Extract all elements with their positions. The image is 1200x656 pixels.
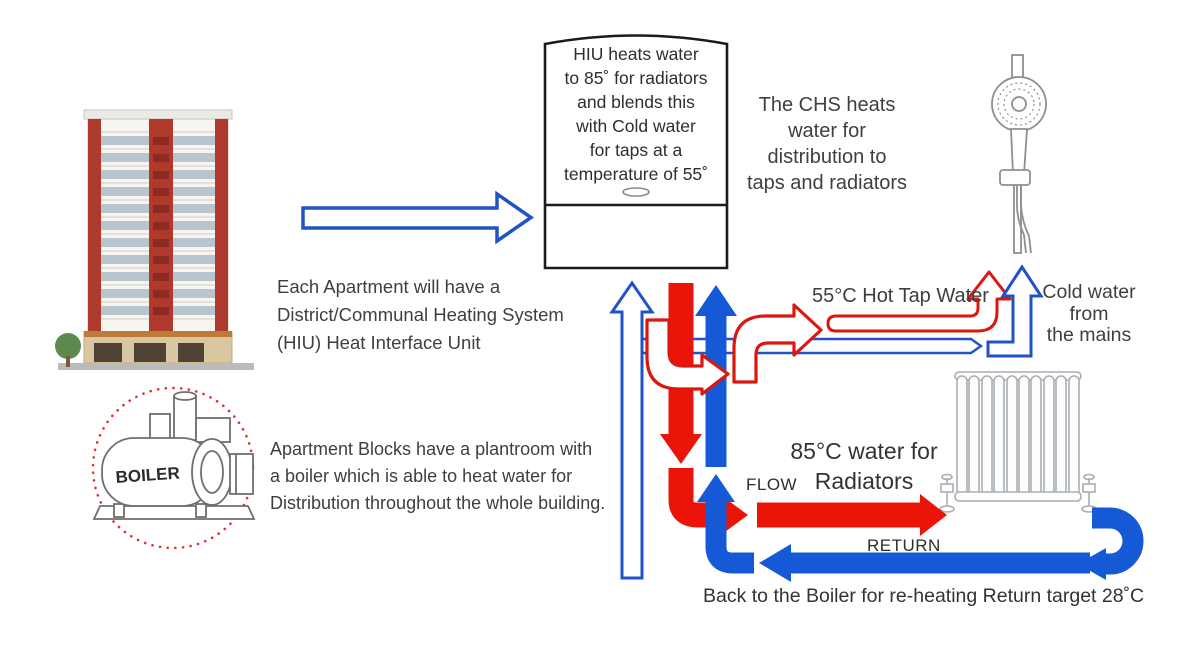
hot-flow-down-arrow <box>660 283 702 464</box>
cold-riser-arrow <box>609 280 655 580</box>
flow-arrow <box>757 494 947 536</box>
radiator-water-temp-label: 85°C water for Radiators <box>790 438 938 494</box>
radiator-valve-right <box>1081 473 1097 513</box>
chs-description: The CHS heats water for distribution to … <box>746 94 908 194</box>
cold-water-mains-label: Cold water from the mains <box>1042 281 1136 346</box>
building-illustration <box>55 109 254 370</box>
boiler-illustration: BOILER <box>91 386 256 550</box>
blend-elbow-arrow <box>645 318 730 396</box>
building-to-hiu-arrow <box>301 190 535 245</box>
flow-label: FLOW <box>746 475 798 494</box>
hot-tap-pipe-arrow <box>826 270 1012 333</box>
cold-mains-elbow-arrow <box>986 264 1044 358</box>
return-up-arrow <box>695 285 737 467</box>
return-arrow <box>759 544 1090 582</box>
return-elbow <box>697 474 754 574</box>
hiu-dial <box>622 187 650 197</box>
return-label: RETURN <box>867 536 941 555</box>
plantroom-note: Apartment Blocks have a plantroom with a… <box>270 439 606 513</box>
radiator-valve-left <box>939 473 955 513</box>
radiator-icon <box>939 371 1097 513</box>
boiler-label: BOILER <box>115 464 180 487</box>
return-target-note: Back to the Boiler for re-heating Return… <box>703 585 1145 607</box>
hot-tap-water-label: 55°C Hot Tap Water <box>812 285 989 307</box>
radiator-uturn-arrow <box>1078 507 1144 580</box>
apartment-hiu-note: Each Apartment will have a District/Comm… <box>277 276 564 353</box>
pipework <box>609 264 1144 582</box>
hiu-description: HIU heats water to 85˚ for radiators and… <box>564 44 708 184</box>
hiu-unit-illustration <box>543 34 729 270</box>
tap-elbow-arrow <box>732 303 823 384</box>
shower-icon <box>991 54 1047 254</box>
